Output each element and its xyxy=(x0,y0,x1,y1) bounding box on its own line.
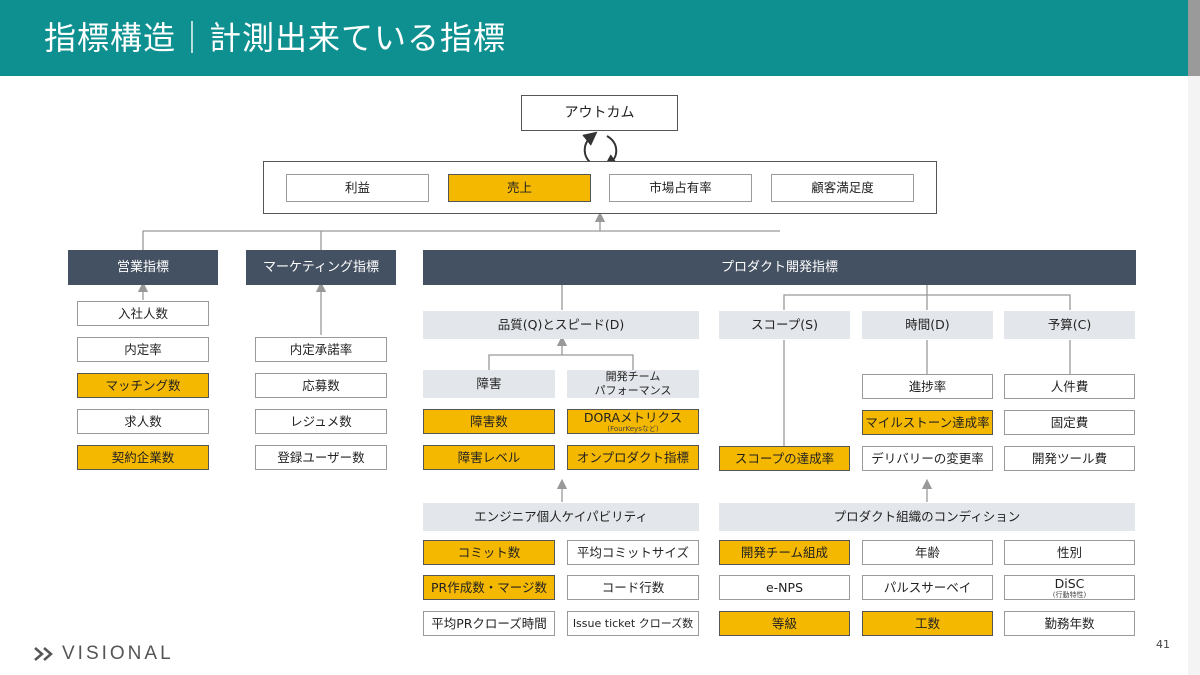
dora-metrics: DORAメトリクス (FourKeysなど) xyxy=(567,409,699,434)
team-performance-line1: 開発チーム xyxy=(605,370,661,383)
engineer-item-pr-close-time: 平均PRクローズ時間 xyxy=(423,611,555,636)
org-item-tenure: 勤務年数 xyxy=(1004,611,1135,636)
org-item-pulse-survey: パルスサーベイ xyxy=(862,575,993,600)
outcome-box: アウトカム xyxy=(521,95,678,131)
header-bar xyxy=(0,0,1188,76)
team-performance-line2: パフォーマンス xyxy=(594,384,672,397)
dora-metrics-label: DORAメトリクス xyxy=(583,409,683,425)
logo-text: VISIONAL xyxy=(62,643,174,664)
engineer-capability-header: エンジニア個人ケイパビリティ xyxy=(423,503,699,531)
fault-item-level: 障害レベル xyxy=(423,445,555,470)
team-performance-header: 開発チーム パフォーマンス xyxy=(567,370,699,398)
on-product-metrics: オンプロダクト指標 xyxy=(567,445,699,470)
fault-header: 障害 xyxy=(423,370,555,398)
marketing-item-offer-acceptance: 内定承諾率 xyxy=(255,337,387,362)
sales-metrics-header: 営業指標 xyxy=(68,250,218,285)
marketing-item-applications: 応募数 xyxy=(255,373,387,398)
sales-item-offer-rate: 内定率 xyxy=(77,337,209,362)
time-item-progress: 進捗率 xyxy=(862,374,993,399)
page-number: 41 xyxy=(1156,638,1170,651)
dora-metrics-sub: (FourKeysなど) xyxy=(607,424,659,433)
org-item-team-formation: 開発チーム組成 xyxy=(719,540,850,565)
org-condition-header: プロダクト組織のコンディション xyxy=(719,503,1135,531)
engineer-item-pr-merge: PR作成数・マージ数 xyxy=(423,575,555,600)
fault-item-count: 障害数 xyxy=(423,409,555,434)
engineer-item-avg-commit-size: 平均コミットサイズ xyxy=(567,540,699,565)
header-side-accent xyxy=(1188,0,1200,76)
marketing-item-registered-users: 登録ユーザー数 xyxy=(255,445,387,470)
quality-speed-header: 品質(Q)とスピード(D) xyxy=(423,311,699,339)
engineer-item-issue-close: Issue ticket クローズ数 xyxy=(567,611,699,636)
org-item-age: 年齢 xyxy=(862,540,993,565)
org-item-man-hours: 工数 xyxy=(862,611,993,636)
kgi-sales: 売上 xyxy=(448,174,591,202)
sales-item-contracts: 契約企業数 xyxy=(77,445,209,470)
marketing-metrics-header: マーケティング指標 xyxy=(246,250,396,285)
budget-item-dev-tools: 開発ツール費 xyxy=(1004,446,1135,471)
visional-logo: VISIONAL xyxy=(34,642,174,666)
kgi-market-share: 市場占有率 xyxy=(609,174,752,202)
kgi-customer-satisfaction: 顧客満足度 xyxy=(771,174,914,202)
right-edge-strip xyxy=(1188,76,1200,675)
time-item-delivery-change: デリバリーの変更率 xyxy=(862,446,993,471)
org-item-disc-sub: (行動特性) xyxy=(1052,590,1087,599)
time-header: 時間(D) xyxy=(862,311,993,339)
budget-item-labor: 人件費 xyxy=(1004,374,1135,399)
marketing-item-resumes: レジュメ数 xyxy=(255,409,387,434)
page-title: 指標構造｜計測出来ている指標 xyxy=(44,19,507,57)
time-item-milestone: マイルストーン達成率 xyxy=(862,410,993,435)
kgi-profit: 利益 xyxy=(286,174,429,202)
org-item-gender: 性別 xyxy=(1004,540,1135,565)
scope-header: スコープ(S) xyxy=(719,311,850,339)
engineer-item-commits: コミット数 xyxy=(423,540,555,565)
engineer-item-lines-of-code: コード行数 xyxy=(567,575,699,600)
org-item-grade: 等級 xyxy=(719,611,850,636)
sales-item-matching: マッチング数 xyxy=(77,373,209,398)
org-item-enps: e-NPS xyxy=(719,575,850,600)
sales-item-hires: 入社人数 xyxy=(77,301,209,326)
sales-item-job-posts: 求人数 xyxy=(77,409,209,434)
org-item-disc-label: DiSC xyxy=(1054,575,1085,591)
budget-header: 予算(C) xyxy=(1004,311,1135,339)
double-chevron-icon xyxy=(34,647,53,661)
scope-achievement-rate: スコープの達成率 xyxy=(719,446,850,471)
org-item-disc: DiSC (行動特性) xyxy=(1004,575,1135,600)
product-metrics-header: プロダクト開発指標 xyxy=(423,250,1136,285)
budget-item-fixed: 固定費 xyxy=(1004,410,1135,435)
